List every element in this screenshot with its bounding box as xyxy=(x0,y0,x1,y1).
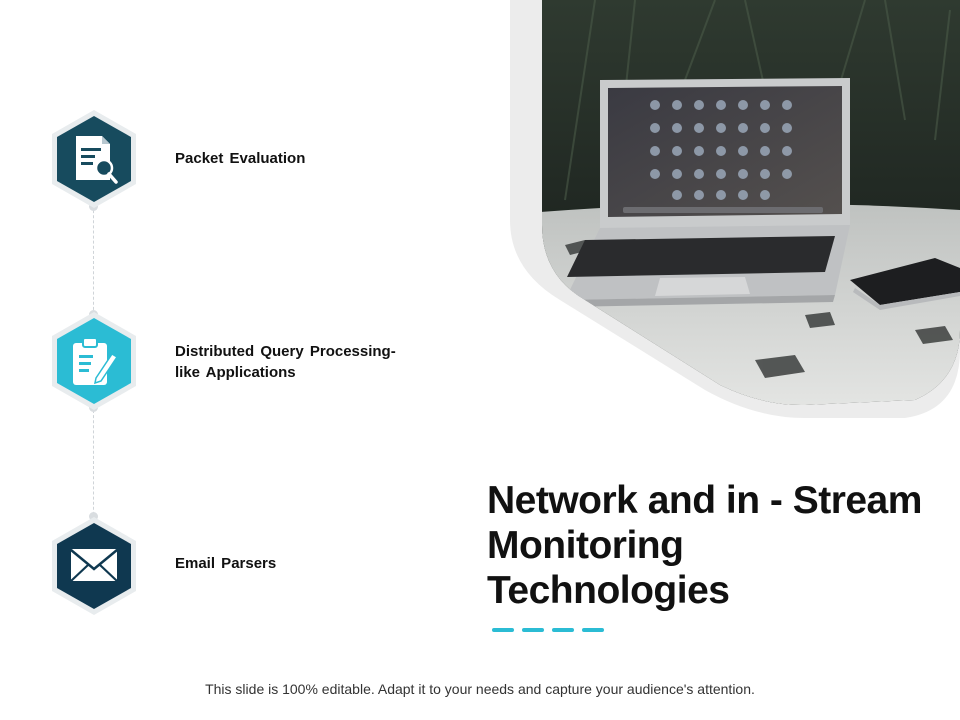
connector-line xyxy=(93,205,94,315)
accent-dash xyxy=(522,628,544,632)
hex-badge-email-parsers xyxy=(48,515,140,617)
feature-list xyxy=(48,105,140,615)
page-title: Network and in - Stream Monitoring Techn… xyxy=(487,479,922,612)
hex-badge-packet-evaluation xyxy=(48,108,140,210)
document-search-icon xyxy=(76,136,118,184)
clipboard-edit-icon xyxy=(73,337,119,385)
hex-badge-query-processing xyxy=(48,310,140,412)
connector-line xyxy=(93,410,94,520)
item-label-packet-evaluation: Packet Evaluation xyxy=(175,150,306,167)
accent-dash xyxy=(492,628,514,632)
accent-dash xyxy=(582,628,604,632)
footer-note: This slide is 100% editable. Adapt it to… xyxy=(205,681,755,697)
item-label-query-processing: Distributed Query Processing- like Appli… xyxy=(175,343,396,381)
laptop-photo xyxy=(505,0,960,420)
envelope-icon xyxy=(70,549,118,582)
connector-dot xyxy=(89,512,98,521)
item-label-email-parsers: Email Parsers xyxy=(175,555,277,572)
accent-dash xyxy=(552,628,574,632)
